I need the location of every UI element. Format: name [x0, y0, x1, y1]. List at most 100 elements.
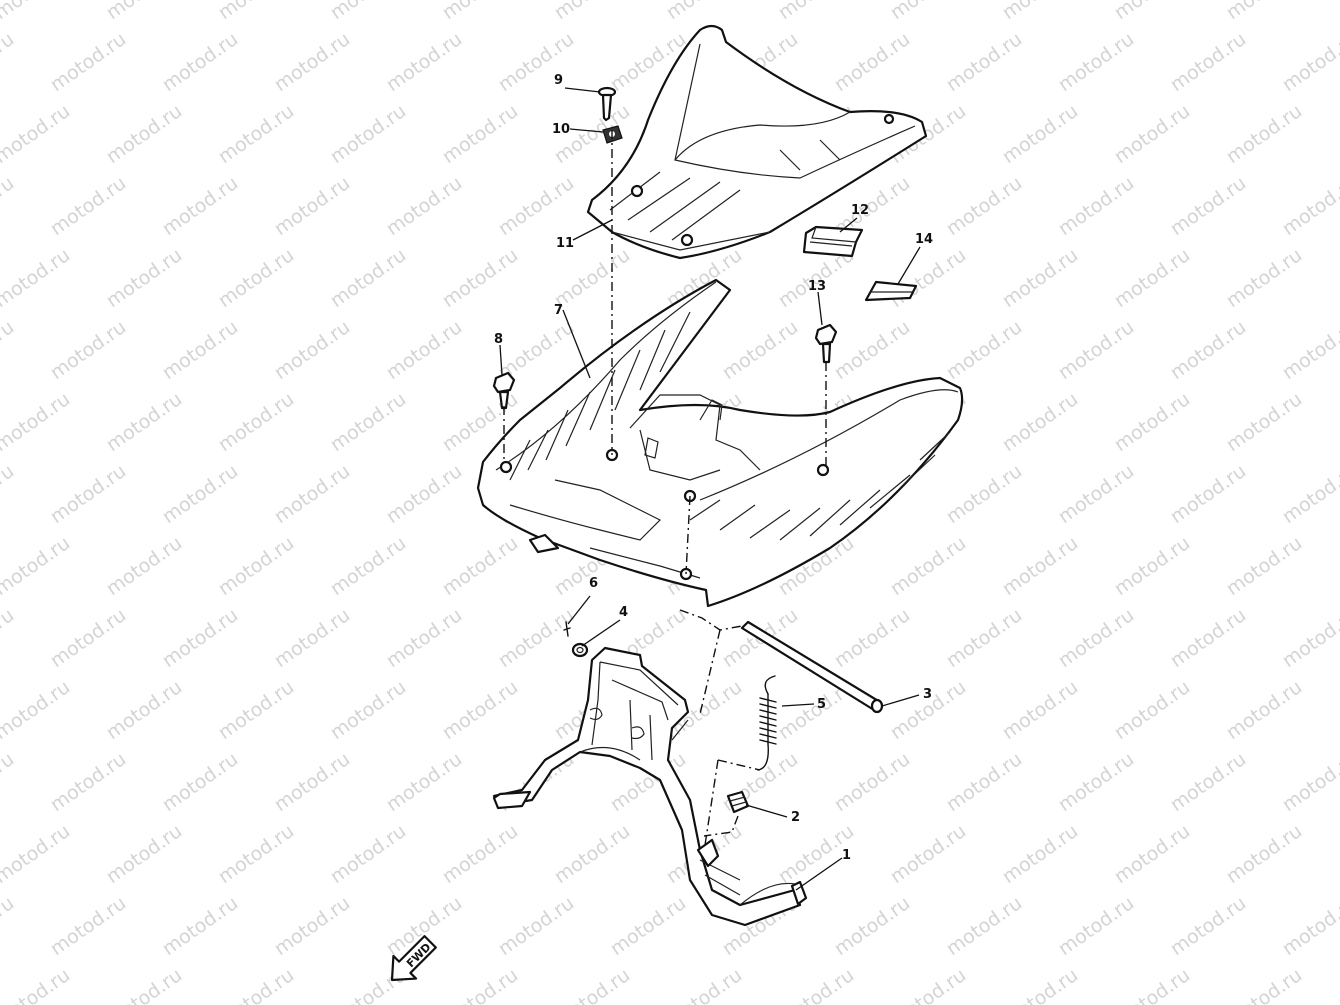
- watermark-text: motod.ru: [1222, 676, 1306, 744]
- watermark-text: motod.ru: [1110, 100, 1194, 168]
- watermark-text: motod.ru: [942, 604, 1026, 672]
- watermark-text: motod.ru: [0, 316, 18, 384]
- watermark-text: motod.ru: [1054, 892, 1138, 960]
- watermark-text: motod.ru: [550, 820, 634, 888]
- watermark-text: motod.ru: [1222, 244, 1306, 312]
- watermark-text: motod.ru: [102, 676, 186, 744]
- watermark-text: motod.ru: [214, 964, 298, 1005]
- watermark-text: motod.ru: [998, 532, 1082, 600]
- watermark-text: motod.ru: [438, 244, 522, 312]
- watermark-text: motod.ru: [1054, 604, 1138, 672]
- watermark-text: motod.ru: [1166, 892, 1250, 960]
- watermark-text: motod.ru: [1278, 460, 1340, 528]
- watermark-text: motod.ru: [46, 28, 130, 96]
- watermark-text: motod.ru: [214, 532, 298, 600]
- watermark-text: motod.ru: [326, 820, 410, 888]
- watermark-text: motod.ru: [158, 892, 242, 960]
- watermark-text: motod.ru: [718, 316, 802, 384]
- watermark-text: motod.ru: [438, 0, 522, 24]
- watermark-text: motod.ru: [214, 244, 298, 312]
- pad-14: [864, 280, 918, 302]
- watermark-text: motod.ru: [382, 28, 466, 96]
- watermark-text: motod.ru: [494, 172, 578, 240]
- watermark-text: motod.ru: [214, 100, 298, 168]
- watermark-text: motod.ru: [102, 820, 186, 888]
- watermark-text: motod.ru: [270, 172, 354, 240]
- watermark-text: motod.ru: [0, 892, 18, 960]
- watermark-text: motod.ru: [1222, 964, 1306, 1005]
- watermark-text: motod.ru: [0, 676, 74, 744]
- watermark-text: motod.ru: [382, 748, 466, 816]
- callout-1: 1: [842, 848, 851, 863]
- watermark-text: motod.ru: [1110, 0, 1194, 24]
- watermark-text: motod.ru: [942, 172, 1026, 240]
- watermark-text: motod.ru: [1054, 316, 1138, 384]
- watermark-text: motod.ru: [886, 964, 970, 1005]
- callout-4: 4: [619, 605, 628, 620]
- watermark-text: motod.ru: [662, 0, 746, 24]
- footboard-main: [476, 278, 964, 608]
- watermark-text: motod.ru: [998, 0, 1082, 24]
- watermark-text: motod.ru: [0, 244, 74, 312]
- watermark-text: motod.ru: [886, 532, 970, 600]
- callout-6: 6: [589, 576, 598, 591]
- watermark-text: motod.ru: [102, 244, 186, 312]
- watermark-text: motod.ru: [326, 100, 410, 168]
- watermark-text: motod.ru: [270, 460, 354, 528]
- watermark-text: motod.ru: [158, 172, 242, 240]
- callout-10: 10: [552, 122, 570, 137]
- watermark-text: motod.ru: [1222, 0, 1306, 24]
- watermark-text: motod.ru: [0, 964, 74, 1005]
- watermark-text: motod.ru: [942, 460, 1026, 528]
- callout-14: 14: [915, 232, 933, 247]
- watermark-text: motod.ru: [270, 604, 354, 672]
- watermark-text: motod.ru: [0, 388, 74, 456]
- watermark-text: motod.ru: [0, 172, 18, 240]
- watermark-text: motod.ru: [1110, 532, 1194, 600]
- watermark-text: motod.ru: [214, 0, 298, 24]
- spring-5: [757, 675, 777, 771]
- watermark-text: motod.ru: [382, 172, 466, 240]
- watermark-text: motod.ru: [1110, 676, 1194, 744]
- watermark-text: motod.ru: [998, 244, 1082, 312]
- watermark-text: motod.ru: [1166, 604, 1250, 672]
- watermark-text: motod.ru: [998, 676, 1082, 744]
- watermark-text: motod.ru: [1054, 460, 1138, 528]
- callout-8: 8: [494, 332, 503, 347]
- watermark-text: motod.ru: [1278, 604, 1340, 672]
- watermark-text: motod.ru: [102, 100, 186, 168]
- watermark-text: motod.ru: [326, 244, 410, 312]
- watermark-text: motod.ru: [1222, 388, 1306, 456]
- watermark-text: motod.ru: [998, 964, 1082, 1005]
- watermark-text: motod.ru: [1166, 460, 1250, 528]
- watermark-text: motod.ru: [326, 676, 410, 744]
- watermark-text: motod.ru: [438, 820, 522, 888]
- watermark-text: motod.ru: [0, 460, 18, 528]
- callout-3: 3: [923, 687, 932, 702]
- watermark-text: motod.ru: [1166, 316, 1250, 384]
- pin-6: [563, 621, 571, 637]
- watermark-text: motod.ru: [1278, 172, 1340, 240]
- watermark-text: motod.ru: [1110, 244, 1194, 312]
- watermark-text: motod.ru: [494, 892, 578, 960]
- watermark-text: motod.ru: [102, 532, 186, 600]
- watermark-text: motod.ru: [46, 316, 130, 384]
- watermark-text: motod.ru: [1166, 172, 1250, 240]
- watermark-text: motod.ru: [0, 0, 74, 24]
- watermark-text: motod.ru: [830, 316, 914, 384]
- bolt-8: [492, 371, 516, 410]
- watermark-text: motod.ru: [830, 748, 914, 816]
- watermark-text: motod.ru: [886, 820, 970, 888]
- watermark-text: motod.ru: [158, 748, 242, 816]
- watermark-text: motod.ru: [438, 532, 522, 600]
- callout-13: 13: [808, 279, 826, 294]
- watermark-text: motod.ru: [998, 820, 1082, 888]
- watermark-text: motod.ru: [0, 820, 74, 888]
- watermark-text: motod.ru: [774, 964, 858, 1005]
- pad-12: [802, 225, 864, 258]
- watermark-text: motod.ru: [1054, 748, 1138, 816]
- watermark-text: motod.ru: [1110, 964, 1194, 1005]
- watermark-text: motod.ru: [46, 172, 130, 240]
- watermark-text: motod.ru: [1054, 28, 1138, 96]
- watermark-text: motod.ru: [1278, 316, 1340, 384]
